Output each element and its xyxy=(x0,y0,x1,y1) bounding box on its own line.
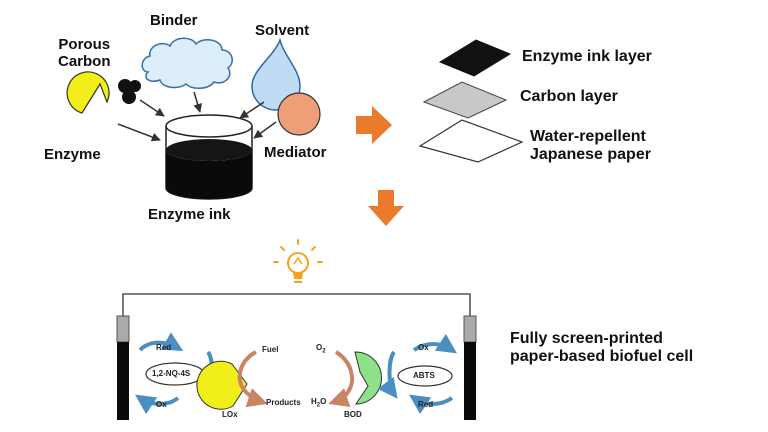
lox-label: LOx xyxy=(222,410,238,419)
solvent-drop-icon xyxy=(251,37,301,111)
solvent-arrow xyxy=(239,101,265,119)
anode-electrode xyxy=(116,315,130,420)
porous-carbon-icon xyxy=(118,79,141,104)
fuel-label: Fuel xyxy=(262,345,279,354)
fuel-oxidation-arrows xyxy=(237,350,268,408)
mediator-arrow xyxy=(253,121,277,139)
solvent-label: Solvent xyxy=(255,22,310,39)
enzyme-ink-layer-label: Enzyme ink layer xyxy=(522,48,652,65)
cathode-mediator-cycle xyxy=(377,333,457,415)
cathode-mediator-ellipse xyxy=(397,365,453,387)
enzyme-ink-layer-sheet xyxy=(438,39,512,77)
light-bulb-icon xyxy=(273,239,323,283)
paper-label: Water-repellent Japanese paper xyxy=(530,128,651,164)
carbon-layer-label: Carbon layer xyxy=(520,88,618,105)
cathode-ox-label: Ox xyxy=(418,343,429,352)
cathode-electrode xyxy=(463,315,477,420)
carbon-arrow xyxy=(139,99,165,117)
ink-input-arrows xyxy=(117,91,277,142)
down-process-arrow xyxy=(368,190,404,226)
lox-enzyme-icon xyxy=(196,360,248,410)
paper-sheet xyxy=(418,119,524,163)
o2-label: O2 xyxy=(316,343,326,355)
bod-enzyme-icon xyxy=(354,351,382,405)
anode-red-label: Red xyxy=(156,343,172,352)
enzyme-label: Enzyme xyxy=(44,146,101,163)
mediator-circle-icon xyxy=(277,92,321,136)
oxygen-reduction-arrows xyxy=(328,350,354,408)
products-label: Products xyxy=(266,398,301,407)
enzyme-arrow xyxy=(117,123,161,142)
cathode-mediator-label: ABTS xyxy=(413,371,435,380)
enzyme-pacman-icon xyxy=(66,71,110,114)
binder-label: Binder xyxy=(150,12,198,29)
beaker-icon xyxy=(165,114,253,200)
carbon-layer-sheet xyxy=(422,81,508,119)
bod-label: BOD xyxy=(344,410,362,419)
porous-carbon-label: Porous Carbon xyxy=(58,36,111,71)
cathode-red-label: Red xyxy=(418,400,434,409)
binder-arrow xyxy=(193,91,202,113)
mediator-label: Mediator xyxy=(264,144,327,161)
circuit-wire xyxy=(122,293,471,316)
anode-mediator-label: 1,2-NQ-4S xyxy=(152,369,191,378)
anode-ox-label: Ox xyxy=(156,400,167,409)
h2o-label: H2O xyxy=(311,397,327,409)
biofuel-cell-label: Fully screen-printed paper-based biofuel… xyxy=(510,330,694,366)
enzyme-ink-label: Enzyme ink xyxy=(148,206,231,223)
right-process-arrow xyxy=(356,106,392,144)
binder-cloud-icon xyxy=(141,37,233,89)
